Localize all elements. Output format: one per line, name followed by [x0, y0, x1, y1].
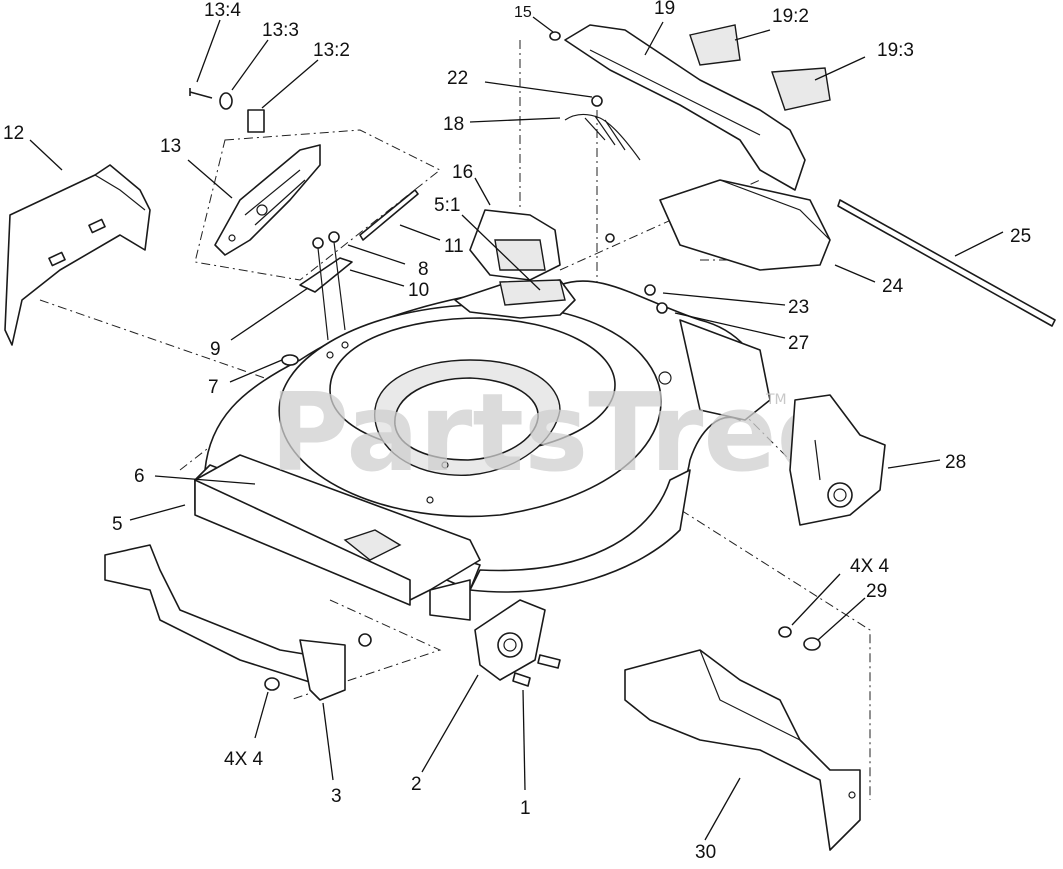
- mower-deck-housing: [194, 279, 771, 606]
- callout-5-1: 5:1: [434, 195, 460, 216]
- part-4x4-left-nut: [264, 633, 372, 691]
- partstree-watermark: PartsTree TM: [270, 371, 850, 496]
- part-28-height-adjuster: [789, 394, 886, 526]
- callout-labels: 13:4 13:3 13:2 12 13 15 19 19:2 19:3 22 …: [3, 0, 1031, 863]
- part-13-hardware: [189, 88, 265, 133]
- part-29-washer: [778, 626, 821, 651]
- part-24-rear-flap: [659, 179, 831, 271]
- callout-19: 19: [654, 0, 675, 19]
- part-23-27-bolts: [605, 233, 668, 314]
- callout-25: 25: [1010, 226, 1031, 247]
- part-5-1-chute-door: [469, 209, 561, 281]
- callout-1: 1: [520, 798, 531, 819]
- part-11-rod: [359, 189, 419, 241]
- callout-16: 16: [452, 162, 473, 183]
- callout-13-2: 13:2: [313, 40, 350, 61]
- callout-12: 12: [3, 123, 24, 144]
- part-30-side-cover: [624, 649, 861, 851]
- callout-19-2: 19:2: [772, 6, 809, 27]
- watermark-text: PartsTree: [270, 371, 850, 496]
- watermark-trademark: TM: [765, 392, 787, 408]
- part-25-rod: [837, 199, 1056, 327]
- callout-18: 18: [443, 114, 464, 135]
- callout-4x4-left: 4X 4: [224, 749, 264, 770]
- callout-30: 30: [695, 842, 716, 863]
- callout-13-3: 13:3: [262, 20, 299, 41]
- callout-19-3: 19:3: [877, 40, 914, 61]
- part-18-spring: [564, 95, 641, 161]
- callout-29: 29: [866, 581, 887, 602]
- callout-7: 7: [208, 377, 219, 398]
- callout-6: 6: [134, 466, 145, 487]
- callout-3: 3: [331, 786, 342, 807]
- part-13-handle-bracket: [214, 144, 321, 256]
- part-19-decals: [689, 24, 831, 111]
- part-8-10-latch: [299, 231, 353, 341]
- callout-24: 24: [882, 276, 904, 297]
- callout-2: 2: [411, 774, 422, 795]
- callout-9: 9: [210, 339, 221, 360]
- callout-13: 13: [160, 136, 181, 157]
- callout-28: 28: [945, 452, 966, 473]
- part-7-nut: [281, 354, 299, 366]
- callout-8: 8: [418, 259, 429, 280]
- callout-10: 10: [408, 280, 429, 301]
- part-5-rear-skirt: [104, 544, 346, 701]
- callout-23: 23: [788, 297, 809, 318]
- part-2-wheel-bracket: [429, 579, 561, 687]
- callout-leaders: [29, 16, 1004, 841]
- callout-4x4-right: 4X 4: [850, 556, 890, 577]
- part-12-side-cover: [4, 164, 151, 346]
- callout-11: 11: [444, 236, 464, 257]
- callout-15: 15: [514, 4, 532, 21]
- callout-27: 27: [788, 333, 809, 354]
- part-19-rear-handle: [549, 24, 806, 191]
- callout-13-4: 13:4: [204, 0, 241, 21]
- callout-22: 22: [447, 68, 468, 89]
- callout-5: 5: [112, 514, 123, 535]
